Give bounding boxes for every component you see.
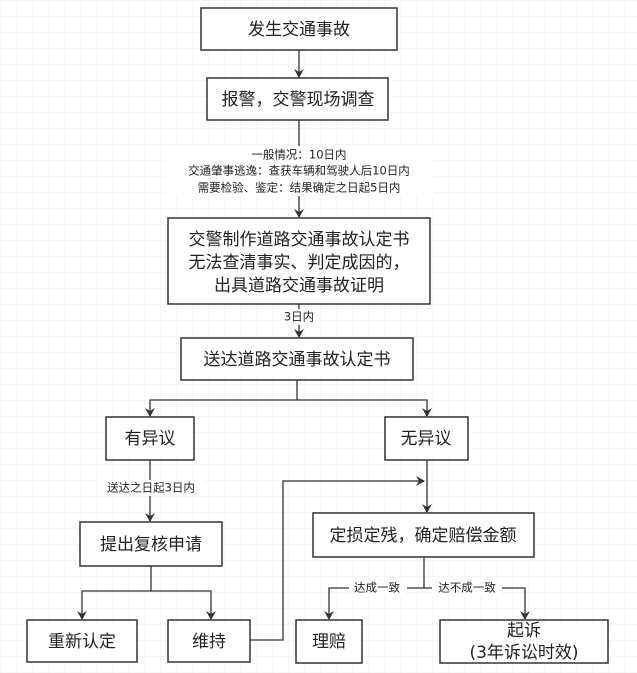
label-three-days: 3日内 <box>284 310 314 324</box>
time-limit-label: 一般情况：10日内 交通肇事逃逸：查获车辆和驾驶人后10日内 需要检验、鉴定：结… <box>165 146 433 196</box>
node-text: 交警制作道路交通事故认定书 <box>189 230 410 250</box>
node-redetermine: 重新认定 <box>26 619 138 663</box>
node-text: 报警，交警现场调查 <box>222 90 375 110</box>
node-text: 发生交通事故 <box>248 20 350 40</box>
label-general: 一般情况：10日内 <box>251 148 346 162</box>
node-text: 重新认定 <box>48 632 116 652</box>
label-inspection: 需要检验、鉴定：结果确定之日起5日内 <box>198 181 401 195</box>
node-text: 维持 <box>192 632 226 652</box>
node-text: 理赔 <box>312 632 346 652</box>
node-text: 送达道路交通事故认定书 <box>204 350 391 370</box>
node-maintain: 维持 <box>167 619 251 663</box>
label-agree: 达成一致 <box>354 581 400 595</box>
label-review-deadline: 送达之日起3日内 <box>107 481 195 495</box>
node-no-objection: 无异议 <box>384 416 469 461</box>
node-accident: 发生交通事故 <box>200 7 398 51</box>
node-claim: 理赔 <box>295 619 363 664</box>
label-disagree: 达不成一致 <box>438 581 496 595</box>
node-text: 出具道路交通事故证明 <box>214 276 384 296</box>
node-text: 定损定残，确定赔偿金额 <box>330 526 517 546</box>
node-text: 无法查清事实、判定成因的， <box>189 253 410 273</box>
node-assess: 定损定残，确定赔偿金额 <box>312 512 535 558</box>
node-review: 提出复核申请 <box>79 521 223 567</box>
node-text: 无异议 <box>401 429 452 449</box>
node-sue: 起诉 (3年诉讼时效) <box>439 619 609 664</box>
node-text: 有异议 <box>125 429 176 449</box>
node-report: 报警，交警现场调查 <box>206 77 389 121</box>
node-determination: 交警制作道路交通事故认定书 无法查清事实、判定成因的， 出具道路交通事故证明 <box>167 217 431 305</box>
node-text: 提出复核申请 <box>100 535 202 555</box>
node-text: (3年诉讼时效) <box>469 643 578 663</box>
node-objection: 有异议 <box>105 416 195 461</box>
node-text: 起诉 <box>507 621 541 641</box>
label-hit-and-run: 交通肇事逃逸：查获车辆和驾驶人后10日内 <box>188 164 410 178</box>
node-deliver: 送达道路交通事故认定书 <box>180 337 414 381</box>
